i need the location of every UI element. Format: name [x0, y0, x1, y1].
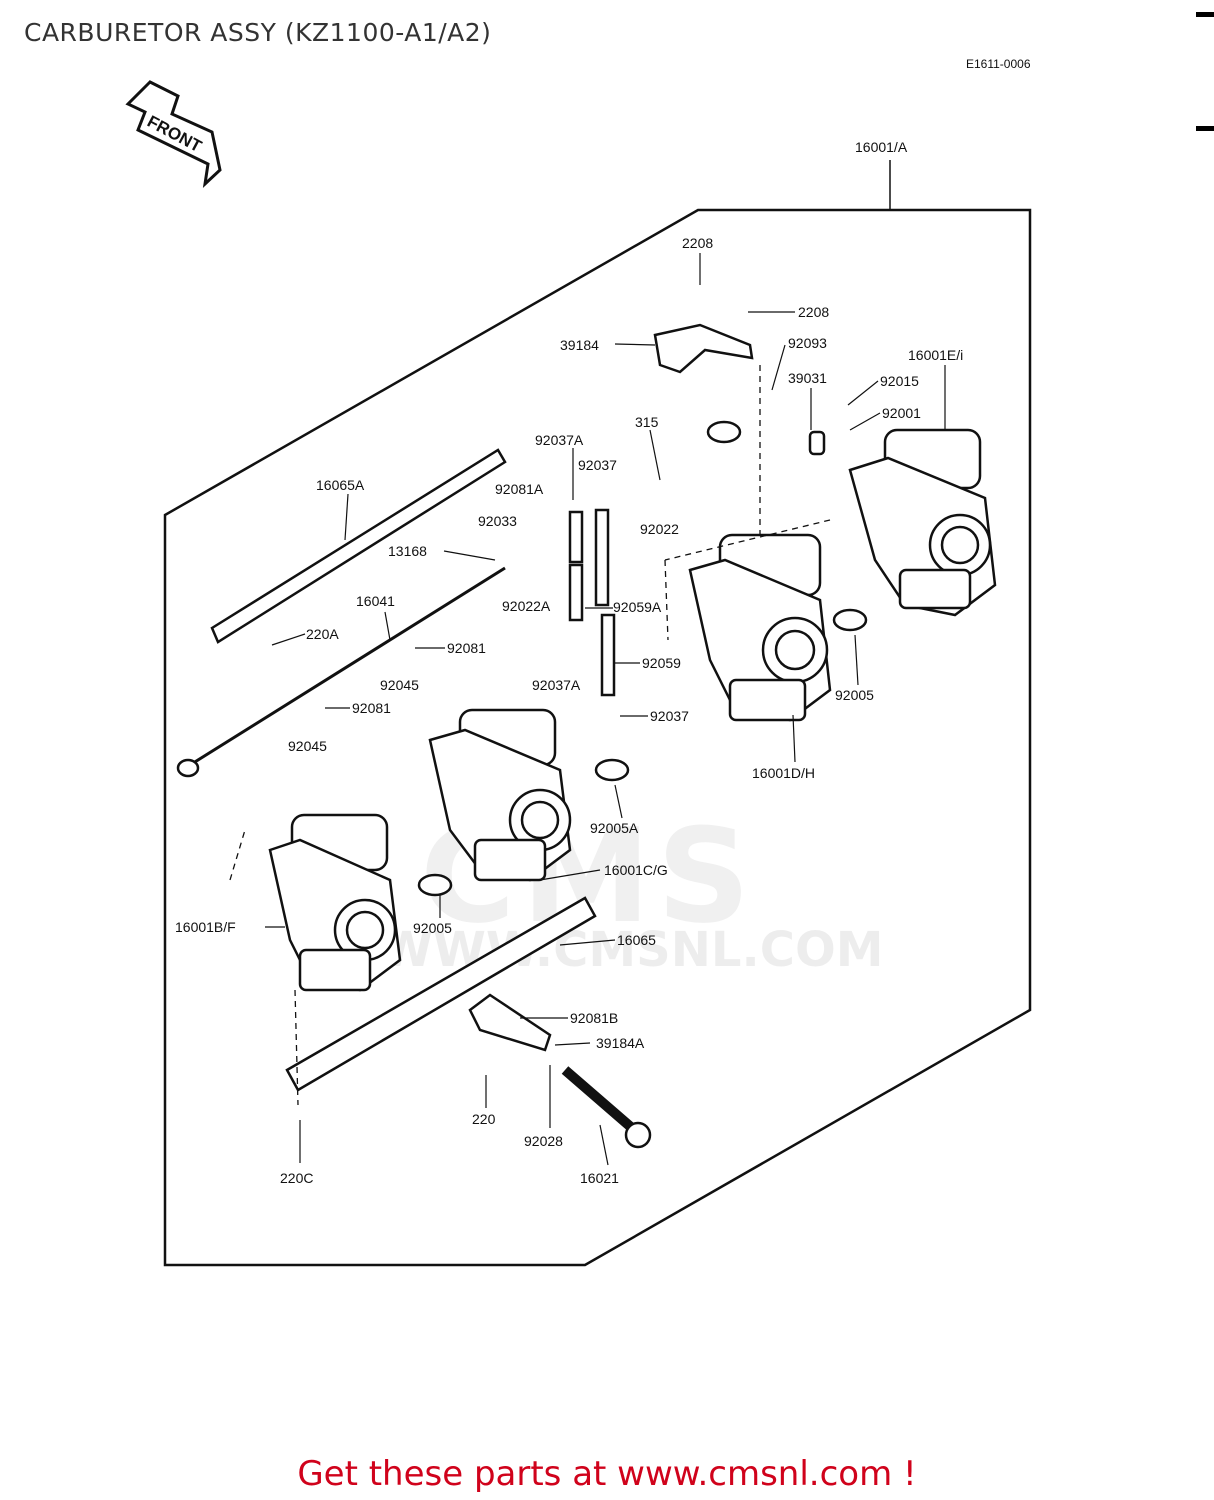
- part-label: 16065A: [316, 477, 365, 493]
- part-label: 92081A: [495, 481, 544, 497]
- part-label: 92045: [380, 677, 419, 693]
- part-label: 92059A: [613, 599, 662, 615]
- part-label: 315: [635, 414, 659, 430]
- part-label: 16065: [617, 932, 656, 948]
- part-labels: 16001/A 2208 2208 39184 92093 39031 9201…: [175, 139, 963, 1186]
- part-label: 16001E/i: [908, 347, 963, 363]
- part-label: 39184A: [596, 1035, 645, 1051]
- bracket-16065a: [210, 448, 507, 644]
- part-label: 92005: [413, 920, 452, 936]
- part-label: 92045: [288, 738, 327, 754]
- part-label: 92081B: [570, 1010, 618, 1026]
- carburetor-3: [688, 533, 832, 722]
- part-label: 92028: [524, 1133, 563, 1149]
- bracket-39184a: [468, 993, 552, 1052]
- part-label: 13168: [388, 543, 427, 559]
- diagram-code: E1611-0006: [966, 57, 1031, 71]
- part-label: 92037: [578, 457, 617, 473]
- part-label: 92033: [478, 513, 517, 529]
- part-label: 92081: [352, 700, 391, 716]
- part-label: 92005: [835, 687, 874, 703]
- front-arrow-icon: FRONT: [125, 80, 222, 189]
- bolt-16021: [561, 1066, 644, 1139]
- part-label: 92037: [650, 708, 689, 724]
- part-label: 220: [472, 1111, 496, 1127]
- part-label: 16001/A: [855, 139, 908, 155]
- edge-mark-bottom: [1196, 126, 1214, 131]
- part-label: 92022A: [502, 598, 551, 614]
- part-label: 92037A: [532, 677, 581, 693]
- bracket-39184: [653, 323, 754, 374]
- part-label: 92005A: [590, 820, 639, 836]
- part-label: 220C: [280, 1170, 313, 1186]
- bracket-16065: [285, 896, 597, 1092]
- edge-mark-top: [1196, 12, 1214, 17]
- shaft-16041: [189, 566, 506, 767]
- part-label: 2208: [682, 235, 713, 251]
- assembly-border: [163, 208, 1032, 1267]
- part-label: 92022: [640, 521, 679, 537]
- part-label: 16021: [580, 1170, 619, 1186]
- page-title: CARBURETOR ASSY (KZ1100-A1/A2): [24, 18, 492, 47]
- carburetor-1: [268, 813, 402, 992]
- part-label: 220A: [306, 626, 339, 642]
- part-label: 92059: [642, 655, 681, 671]
- footer-cta-link[interactable]: Get these parts at www.cmsnl.com !: [297, 1454, 917, 1494]
- part-label: 16001D/H: [752, 765, 815, 781]
- part-label: 92037A: [535, 432, 584, 448]
- part-label: 92001: [882, 405, 921, 421]
- carburetor-2: [428, 708, 572, 882]
- part-label: 16041: [356, 593, 395, 609]
- part-label: 39031: [788, 370, 827, 386]
- part-label: 2208: [798, 304, 829, 320]
- part-label: 92093: [788, 335, 827, 351]
- part-label: 92015: [880, 373, 919, 389]
- carburetor-4: [848, 428, 997, 617]
- part-label: 16001C/G: [604, 862, 668, 878]
- part-label: 92081: [447, 640, 486, 656]
- part-label: 39184: [560, 337, 599, 353]
- part-label: 16001B/F: [175, 919, 236, 935]
